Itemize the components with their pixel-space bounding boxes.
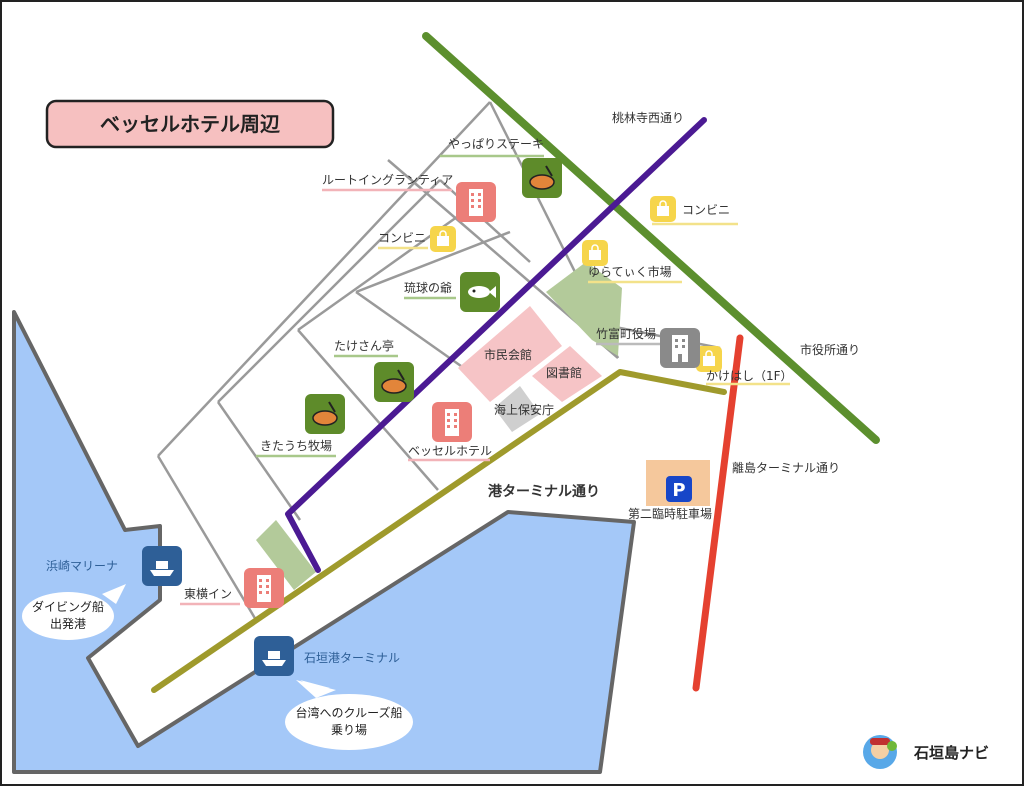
place-taketomi-office[interactable]: 竹富町役場 (596, 326, 656, 341)
restaurant-icon[interactable] (374, 362, 414, 402)
shopping-bag-icon[interactable] (430, 226, 456, 252)
restaurant-icon[interactable] (460, 272, 500, 312)
place-toshokan: 図書館 (546, 365, 582, 380)
restaurant-icon[interactable] (305, 394, 345, 434)
place-hamasaki-marina[interactable]: 浜崎マリーナ (46, 559, 118, 573)
page-title: ベッセルホテル周辺 (100, 112, 280, 136)
title-box (45, 99, 335, 149)
park-east (546, 262, 622, 356)
bubble-cruise: 台湾へのクルーズ船 乗り場 (285, 680, 413, 750)
road-label-tourinji: 桃林寺西通り (612, 110, 684, 125)
road-tourinji[interactable] (285, 117, 707, 573)
shopping-bag-icon[interactable] (696, 346, 722, 372)
shimin-kaikan-building[interactable] (458, 306, 562, 402)
place-takesan[interactable]: たけさん亭 (334, 338, 394, 353)
restaurant-icon[interactable] (522, 158, 562, 198)
bubble-diving-line2: 出発港 (50, 617, 86, 631)
kaijo-hoanchou-building[interactable] (494, 386, 540, 432)
place-yurateku-market[interactable]: ゆらてぃく市場 (588, 264, 672, 279)
place-parking-lot[interactable]: 第二臨時駐車場 (628, 506, 712, 521)
place-toyoko-inn[interactable]: 東横イン (184, 587, 232, 601)
place-kaijo-hoanchou: 海上保安庁 (494, 402, 554, 417)
shopping-bag-icon[interactable] (650, 196, 676, 222)
bubble-cruise-line1: 台湾へのクルーズ船 (295, 705, 402, 720)
brand-name: 石垣島ナビ (913, 744, 989, 762)
road-ritou-terminal[interactable] (692, 334, 744, 692)
bubble-diving-line1: ダイビング船 (32, 599, 104, 614)
place-vessel-hotel[interactable]: ベッセルホテル (408, 444, 492, 458)
ferry-icon[interactable] (254, 636, 294, 676)
place-convenience-1[interactable]: コンビニ (378, 231, 426, 245)
place-ryukyu[interactable]: 琉球の爺 (404, 281, 452, 295)
mascot-icon (863, 735, 897, 769)
shopping-bag-icon[interactable] (582, 240, 608, 266)
place-ishigaki-terminal[interactable]: 石垣港ターミナル (304, 651, 400, 665)
parking-icon[interactable]: P (666, 476, 692, 502)
office-building-icon[interactable] (660, 328, 700, 368)
parking-sign-text: P (672, 480, 685, 501)
toshokan-building[interactable] (532, 346, 602, 402)
place-yappari-steak[interactable]: やっぱりステーキ (448, 137, 544, 151)
road-label-ritou-terminal: 離島ターミナル通り (732, 460, 840, 475)
road-label-minato-terminal: 港ターミナル通り (488, 483, 600, 500)
sea-area (12, 310, 636, 774)
road-label-shiyakusho: 市役所通り (800, 342, 860, 357)
ferry-icon[interactable] (142, 546, 182, 586)
bubble-cruise-line2: 乗り場 (331, 723, 367, 737)
place-kakehashi[interactable]: かけはし（1F） (706, 369, 793, 383)
hotel-building-icon[interactable] (456, 182, 496, 222)
place-route-inn[interactable]: ルートイングランティア (322, 173, 453, 187)
place-shimin-kaikan: 市民会館 (484, 347, 532, 362)
place-convenience-2[interactable]: コンビニ (682, 203, 730, 217)
hotel-building-icon[interactable] (244, 568, 284, 608)
place-kitauchi-farm[interactable]: きたうち牧場 (260, 439, 332, 453)
label-underlines (180, 154, 790, 606)
hotel-building-icon[interactable] (432, 402, 472, 442)
bubble-diving: ダイビング船 出発港 (22, 584, 126, 640)
park-west (256, 520, 316, 590)
road-minato-terminal[interactable] (151, 369, 727, 693)
road-shiyakusho[interactable] (422, 32, 880, 444)
